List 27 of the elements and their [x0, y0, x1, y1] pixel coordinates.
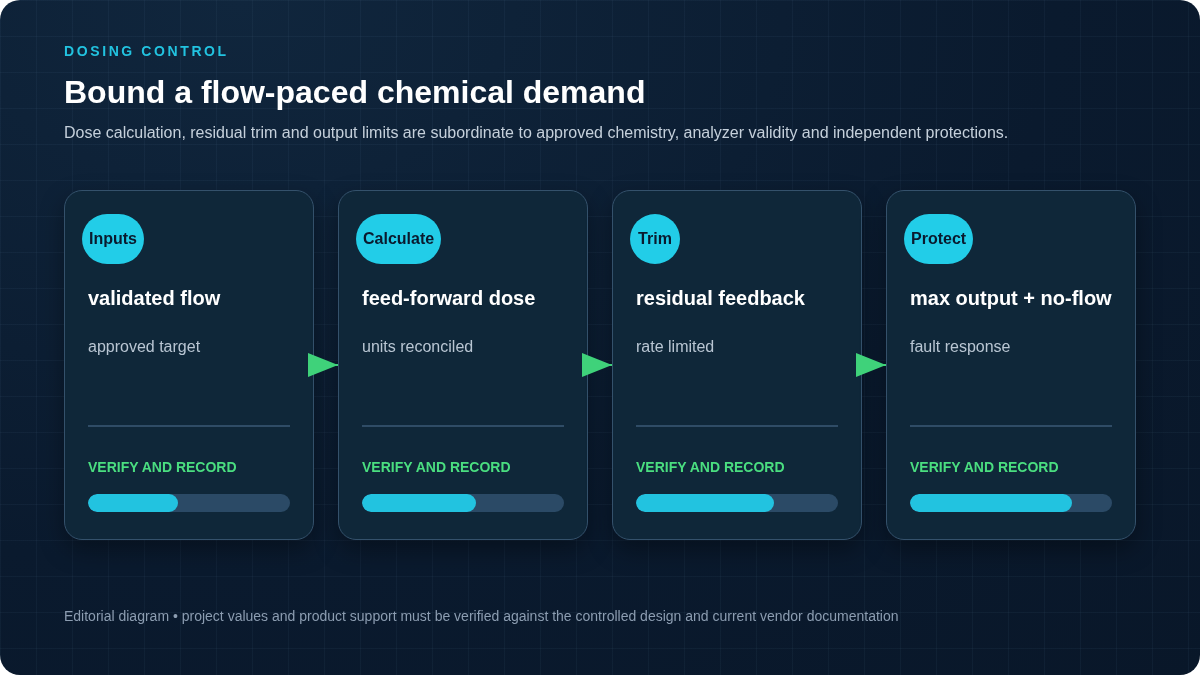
step-card	[338, 190, 588, 540]
footnote: Editorial diagram • project values and product support must be verified against the controlled design and current vendor documentation	[64, 607, 899, 625]
step-detail: units reconciled	[362, 337, 474, 357]
step-detail: rate limited	[636, 337, 715, 357]
eyebrow-heading: DOSING CONTROL	[64, 42, 229, 60]
status-label: VERIFY AND RECORD	[88, 458, 237, 476]
step-badge: Calculate	[356, 214, 442, 264]
step-badge: Protect	[904, 214, 974, 264]
step-title: validated flow	[88, 286, 221, 311]
step-badge: Inputs	[82, 214, 144, 264]
step-detail: fault response	[910, 337, 1011, 357]
step-card	[886, 190, 1136, 540]
status-label: VERIFY AND RECORD	[910, 458, 1059, 476]
title: Bound a flow-paced chemical demand	[64, 73, 646, 112]
step-title: max output + no-flow	[910, 286, 1112, 311]
status-label: VERIFY AND RECORD	[636, 458, 785, 476]
arrow	[308, 353, 339, 377]
step-detail: approved target	[88, 337, 201, 357]
arrow	[582, 353, 613, 377]
step-card	[64, 190, 314, 540]
subtitle: Dose calculation, residual trim and output limits are subordinate to approved chemistry, analyzer validity and independent protections.	[64, 123, 1009, 143]
step-card	[612, 190, 862, 540]
step-title: residual feedback	[636, 286, 805, 311]
step-title: feed-forward dose	[362, 286, 536, 311]
status-label: VERIFY AND RECORD	[362, 458, 511, 476]
arrow	[856, 353, 887, 377]
step-badge: Trim	[630, 214, 680, 264]
